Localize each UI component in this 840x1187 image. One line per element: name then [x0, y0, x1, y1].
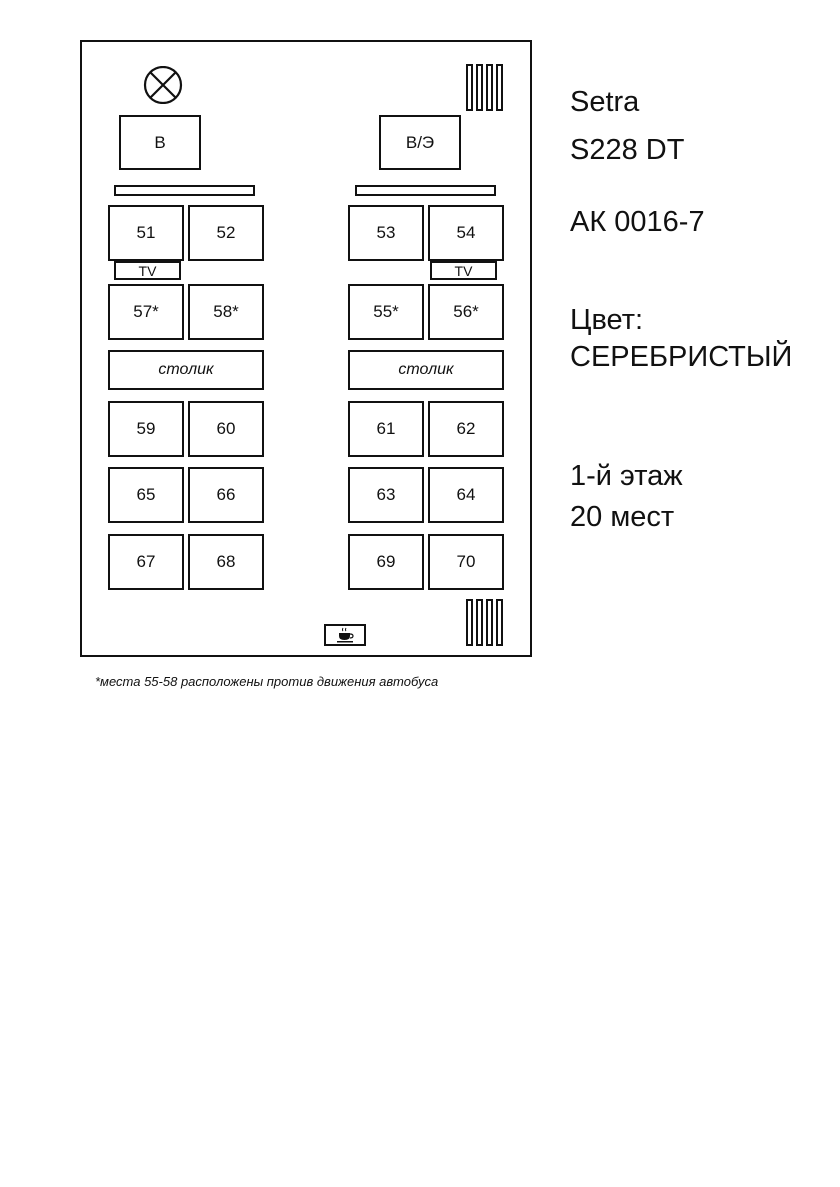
seat-62[interactable]: 62 [428, 401, 504, 457]
partition-right [355, 185, 496, 196]
steering-wheel-icon [143, 66, 183, 104]
floor-label: 1-й этаж [570, 460, 683, 492]
door-vent-front [466, 64, 503, 111]
seat-65[interactable]: 65 [108, 467, 184, 523]
seat-57[interactable]: 57* [108, 284, 184, 340]
seat-68[interactable]: 68 [188, 534, 264, 590]
coffee-machine [324, 624, 366, 646]
driver-seat[interactable]: В [119, 115, 201, 170]
seat-53[interactable]: 53 [348, 205, 424, 261]
tv-left: TV [114, 261, 181, 280]
seat-58[interactable]: 58* [188, 284, 264, 340]
seat-67[interactable]: 67 [108, 534, 184, 590]
seat-54[interactable]: 54 [428, 205, 504, 261]
coffee-cup-icon [337, 627, 354, 643]
seat-63[interactable]: 63 [348, 467, 424, 523]
bus-model: S228 DT [570, 134, 685, 166]
seat-51[interactable]: 51 [108, 205, 184, 261]
seat-70[interactable]: 70 [428, 534, 504, 590]
door-vent-rear [466, 599, 503, 646]
seat-55[interactable]: 55* [348, 284, 424, 340]
seat-69[interactable]: 69 [348, 534, 424, 590]
guide-seat[interactable]: В/Э [379, 115, 461, 170]
seat-52[interactable]: 52 [188, 205, 264, 261]
seat-61[interactable]: 61 [348, 401, 424, 457]
seat-64[interactable]: 64 [428, 467, 504, 523]
color-label: Цвет: [570, 304, 644, 336]
seat-66[interactable]: 66 [188, 467, 264, 523]
color-value: СЕРЕБРИСТЫЙ [570, 341, 793, 373]
tv-right: TV [430, 261, 497, 280]
seat-count: 20 мест [570, 501, 675, 533]
seat-60[interactable]: 60 [188, 401, 264, 457]
seat-56[interactable]: 56* [428, 284, 504, 340]
bus-brand: Setra [570, 86, 640, 118]
seat-59[interactable]: 59 [108, 401, 184, 457]
table-right: столик [348, 350, 504, 390]
footnote: *места 55-58 расположены против движения… [95, 674, 439, 689]
table-left: столик [108, 350, 264, 390]
partition-left [114, 185, 255, 196]
bus-plate: АК 0016-7 [570, 206, 705, 238]
bus-floor-plan [80, 40, 532, 657]
